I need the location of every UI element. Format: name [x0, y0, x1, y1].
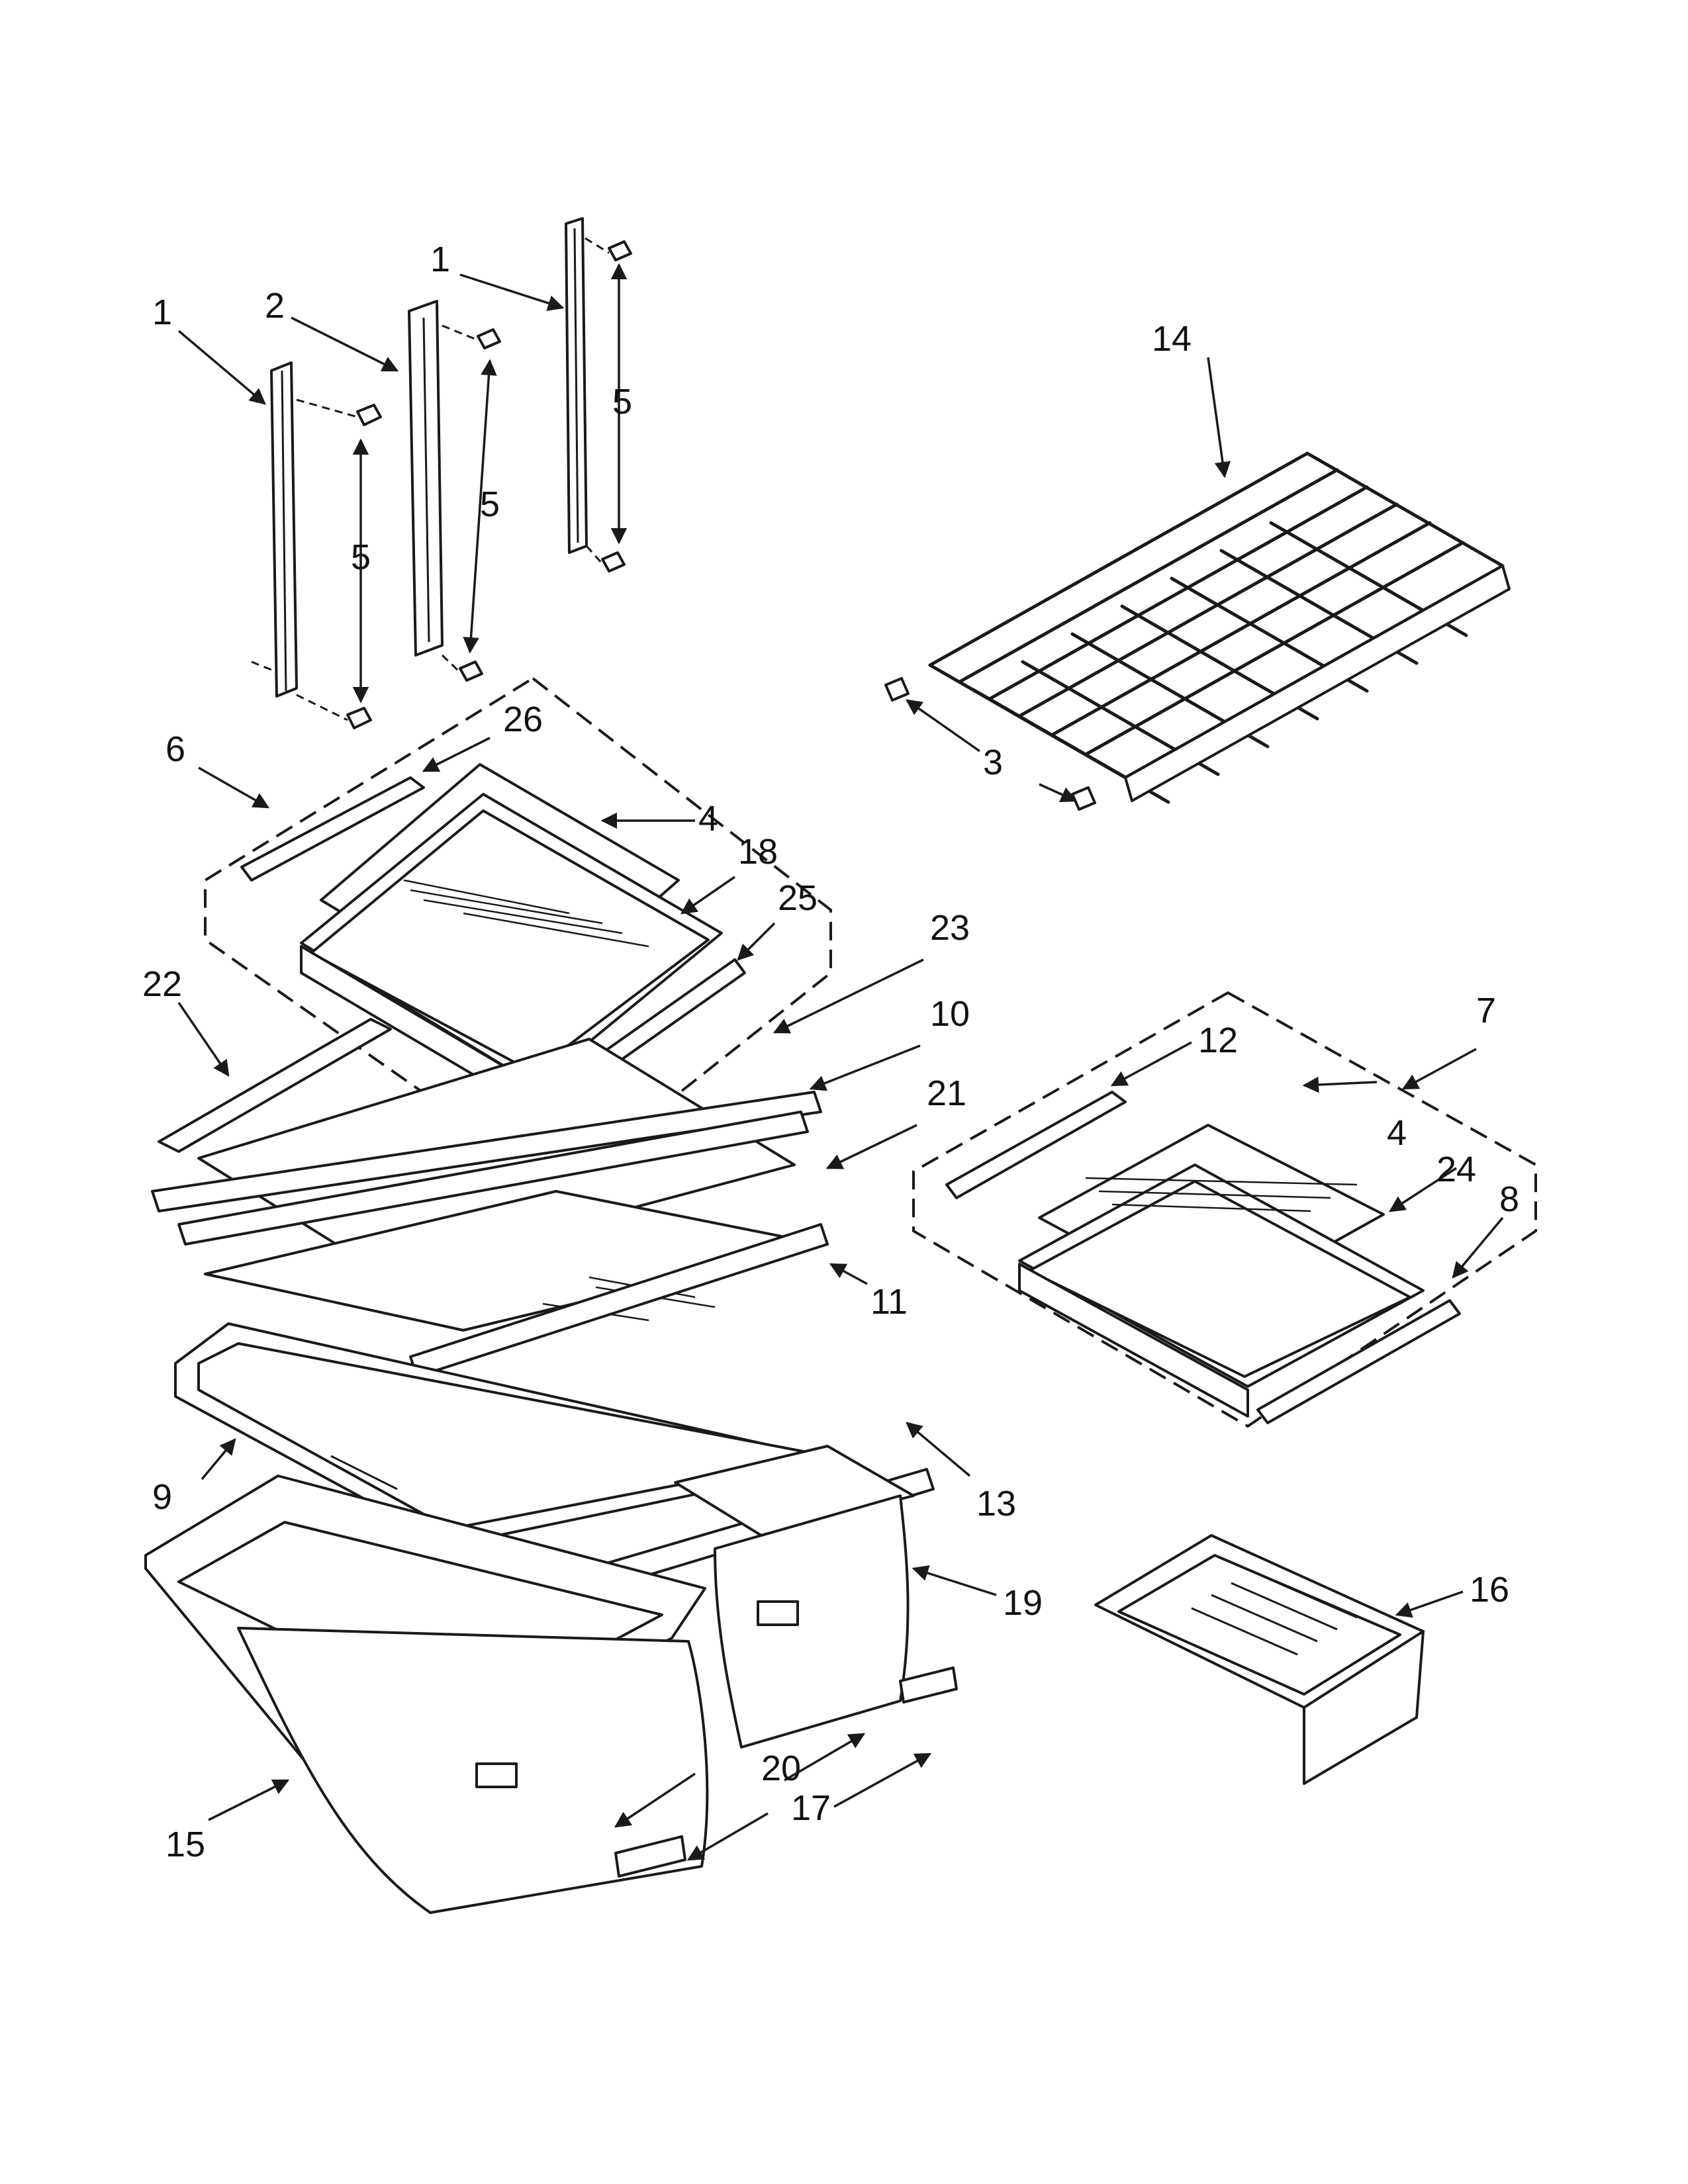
- callout-19: 19: [1003, 1583, 1043, 1623]
- middle-glass-shelf: [151, 1018, 829, 1378]
- callout-12: 12: [1198, 1021, 1238, 1060]
- callout-26: 26: [503, 700, 543, 739]
- screw-icon: [441, 654, 483, 682]
- callout-9: 9: [152, 1477, 172, 1517]
- shelf-rail-right: [565, 217, 588, 554]
- shelf-support-icon: [1071, 786, 1096, 811]
- shelf-support-icon: [884, 677, 910, 702]
- leader-lines: [177, 263, 1504, 1861]
- callout-labels: 1 2 1 5 5 5 14 3 6 26 4 18 25 23 10 21 2…: [142, 240, 1519, 1864]
- callout-2: 2: [265, 286, 285, 326]
- callout-6: 6: [165, 729, 185, 769]
- screw-icon: [442, 324, 501, 349]
- screw-icon: [296, 694, 372, 729]
- callout-23: 23: [930, 908, 970, 948]
- callout-17: 17: [791, 1788, 831, 1828]
- shelf-rail-left: [251, 361, 298, 698]
- callout-3: 3: [983, 743, 1003, 782]
- callout-18: 18: [738, 832, 778, 872]
- callout-5-left: 5: [351, 537, 371, 577]
- callout-20: 20: [761, 1749, 801, 1788]
- callout-1-right: 1: [430, 240, 450, 279]
- deli-drawer: [1094, 1534, 1425, 1785]
- callout-21: 21: [927, 1073, 966, 1113]
- callout-7: 7: [1476, 991, 1496, 1030]
- callout-5-center: 5: [480, 484, 500, 524]
- lower-glass-shelf: [945, 1091, 1461, 1424]
- callout-1-left: 1: [152, 293, 172, 332]
- crisper-drawer-left: [144, 1475, 709, 1914]
- crisper-drawer-right: [674, 1445, 915, 1749]
- shelf-rail-center: [408, 300, 444, 657]
- shelf-assembly-boundary-lower: [912, 991, 1537, 1428]
- callout-15: 15: [165, 1825, 205, 1864]
- callout-8: 8: [1499, 1179, 1519, 1219]
- wire-shelf: [928, 451, 1511, 804]
- callout-4-upper: 4: [698, 799, 718, 839]
- screw-icon: [296, 398, 382, 426]
- screw-icon: [585, 545, 626, 572]
- callout-24: 24: [1436, 1150, 1476, 1189]
- callout-10: 10: [930, 994, 970, 1034]
- callout-16: 16: [1470, 1570, 1509, 1610]
- callout-14: 14: [1152, 319, 1192, 359]
- callout-5-right: 5: [612, 382, 632, 422]
- callout-13: 13: [976, 1484, 1016, 1524]
- callout-11: 11: [870, 1282, 908, 1322]
- drawer-label-clip-icon: [614, 1666, 958, 1878]
- callout-25: 25: [778, 878, 818, 918]
- callout-22: 22: [142, 964, 182, 1004]
- screw-icon: [585, 237, 632, 261]
- callout-4-lower: 4: [1387, 1113, 1407, 1153]
